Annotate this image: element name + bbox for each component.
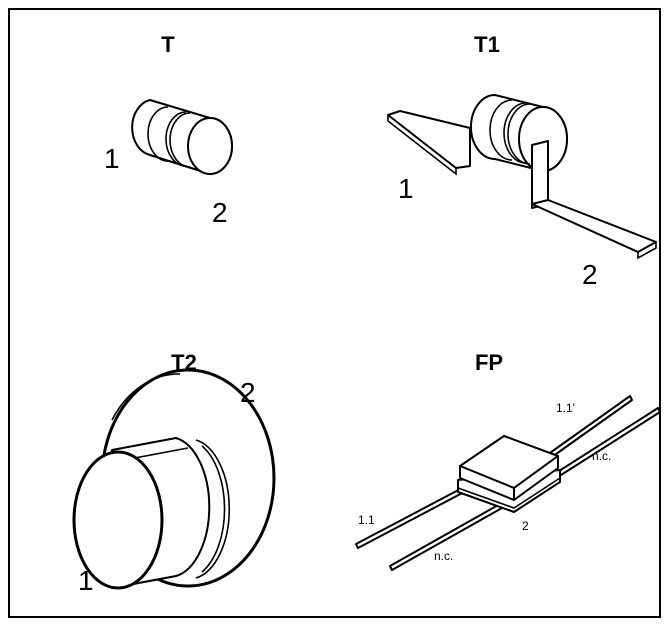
package-t1-pin2: 2 (582, 259, 598, 290)
package-fp-lead-1-1-prime: 1.1' (556, 401, 575, 415)
package-t: T 1 2 (104, 32, 233, 228)
package-t2-pin2: 2 (240, 377, 256, 408)
package-fp-title: FP (475, 350, 503, 375)
package-t-pin2: 2 (212, 197, 228, 228)
package-t1: T1 1 2 (387, 32, 657, 290)
package-t1-title: T1 (474, 32, 500, 57)
package-fp-body (457, 435, 561, 513)
package-fp-lead-nc-bottom: n.c. (434, 549, 453, 563)
package-t2-cylinder (72, 437, 231, 590)
package-t1-right-lead (531, 140, 657, 260)
package-t-pin1: 1 (104, 143, 120, 174)
package-t1-left-lead (387, 110, 471, 176)
package-t-cylinder (131, 99, 233, 175)
package-fp: FP 1.1 1.1' n.c. n.c. 2 (355, 350, 661, 571)
package-t-title: T (161, 32, 175, 57)
package-fp-lead-nc-right: n.c. (592, 449, 611, 463)
package-t1-pin1: 1 (398, 173, 414, 204)
package-fp-lead-1-1: 1.1 (358, 513, 375, 527)
package-t2-pin1: 1 (78, 565, 94, 596)
package-t1-cylinder (470, 94, 568, 172)
package-fp-lead-2: 2 (522, 519, 529, 533)
package-t2: T2 1 2 (72, 350, 276, 596)
